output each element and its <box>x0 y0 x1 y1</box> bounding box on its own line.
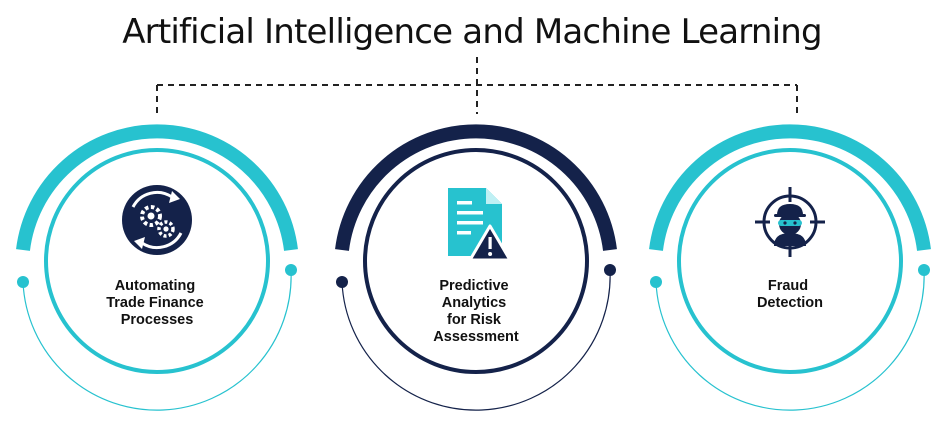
card-lower-arc <box>22 269 292 411</box>
card-label: Automating Trade Finance Processes <box>106 278 208 328</box>
card-predictive-analytics: Predictive Analytics for Risk Assessment <box>335 124 617 411</box>
card-label-line: Fraud <box>768 278 808 294</box>
card-endpoint-dot-left <box>650 276 662 288</box>
card-outer-arc <box>335 124 617 251</box>
document-warning-icon <box>448 188 512 262</box>
connector-lines <box>156 57 798 114</box>
card-outer-arc <box>16 124 298 251</box>
card-label-line: Detection <box>757 295 823 311</box>
card-inner-ring <box>44 148 270 374</box>
card-lower-arc <box>655 269 925 411</box>
masked-thief-target-icon <box>755 187 825 257</box>
card-endpoint-dot-left <box>17 276 29 288</box>
card-lower-arc <box>341 269 611 411</box>
card-automating-trade-finance: Automating Trade Finance Processes <box>16 124 298 411</box>
card-label-line: Automating <box>115 278 196 294</box>
card-label-line: Analytics <box>442 295 506 311</box>
card-label-line: Predictive <box>439 278 508 294</box>
diagram-title: Artificial Intelligence and Machine Lear… <box>122 12 822 52</box>
gears-cycle-icon <box>122 185 192 255</box>
card-label: Fraud Detection <box>757 278 823 311</box>
card-label: Predictive Analytics for Risk Assessment <box>433 278 519 345</box>
card-outer-arc <box>649 124 931 251</box>
card-inner-ring <box>677 148 903 374</box>
card-endpoint-dot-right <box>285 264 297 276</box>
card-label-line: Processes <box>121 312 194 328</box>
card-endpoint-dot-right <box>604 264 616 276</box>
card-label-line: for Risk <box>447 312 502 328</box>
card-label-line: Trade Finance <box>106 295 204 311</box>
card-endpoint-dot-left <box>336 276 348 288</box>
card-fraud-detection: Fraud Detection <box>649 124 931 411</box>
card-endpoint-dot-right <box>918 264 930 276</box>
card-label-line: Assessment <box>433 329 519 345</box>
